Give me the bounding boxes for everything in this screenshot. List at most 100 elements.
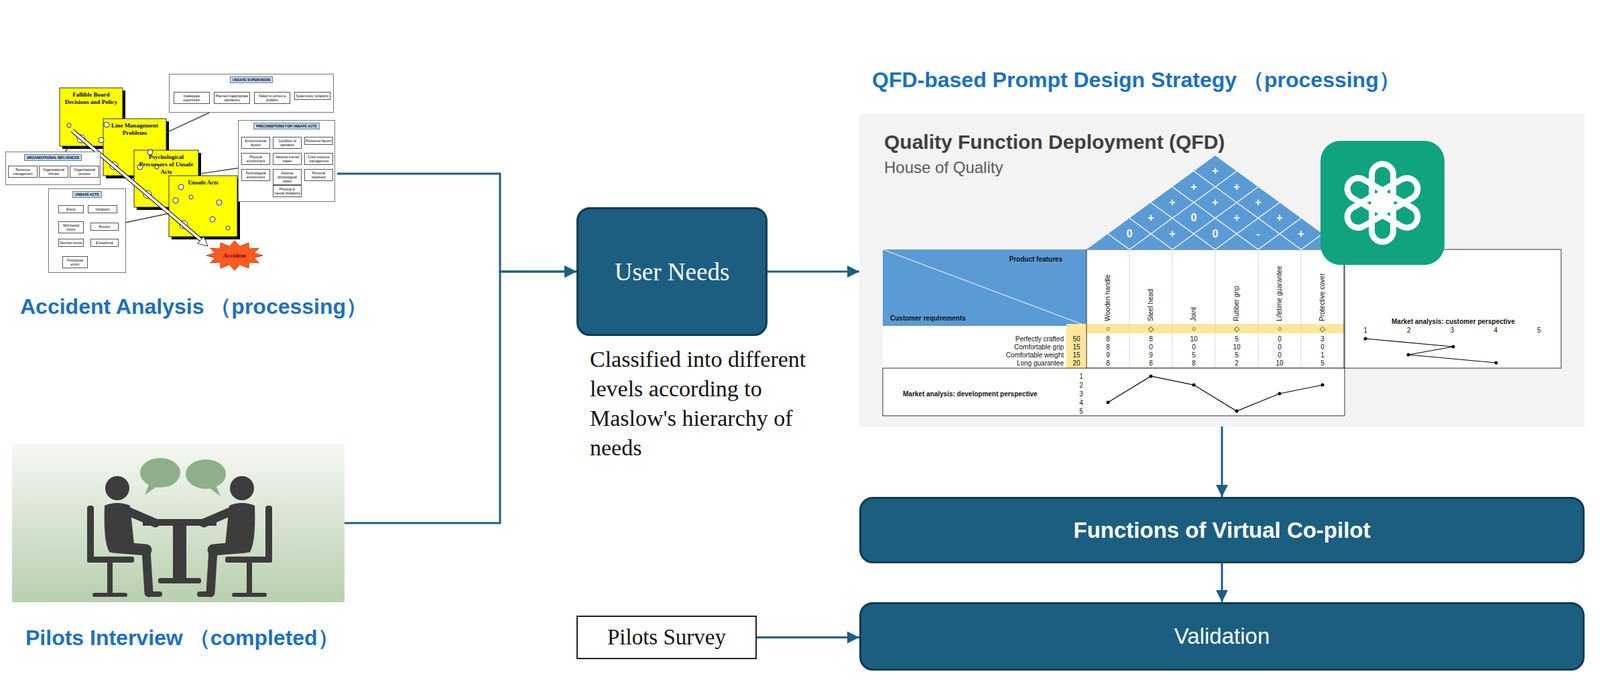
- grid-line: [1258, 249, 1259, 368]
- chair-leg: [246, 562, 253, 595]
- person-head: [105, 475, 130, 501]
- cell-value: 8: [1105, 359, 1111, 367]
- cell-value: 1: [1320, 351, 1325, 359]
- factor-box: Resource management: [8, 165, 38, 178]
- speech-bubble: [185, 459, 226, 489]
- correlation-symbol: +: [1168, 196, 1176, 209]
- customer-analysis-box: [1344, 249, 1562, 368]
- factor-box: Physical & mental limitations: [272, 185, 302, 198]
- cell-value: 9: [1105, 351, 1111, 359]
- hole: [209, 216, 216, 222]
- column-lines: [1129, 249, 1302, 368]
- factor-label: Errors: [59, 207, 83, 212]
- factor-box: Perceptual errors: [62, 256, 88, 269]
- customer-line-chart: [1365, 338, 1497, 363]
- roof-grid: [1108, 170, 1323, 250]
- axis-label: Market analysis: customer perspective: [1391, 317, 1515, 326]
- factor-box: Adverse physiological states: [272, 168, 302, 186]
- relation-symbol: ○: [1277, 324, 1283, 333]
- column-label: Lifetime guarantee: [1275, 265, 1284, 322]
- process-box: Validation: [859, 601, 1585, 671]
- table-pillar: [172, 525, 187, 580]
- cell-value: 5: [1320, 359, 1325, 367]
- chair-leg: [107, 562, 113, 595]
- section-heading: Pilots Interview （completed）: [25, 624, 340, 651]
- scale-number: 2: [1406, 326, 1411, 334]
- factor-box: Technological environment: [241, 168, 271, 181]
- slice-title: Line Management Problems: [103, 118, 167, 137]
- correlation-symbol: -: [1256, 227, 1260, 240]
- chart-dots: [1106, 337, 1499, 413]
- scale-number: 1: [1079, 372, 1084, 381]
- grid-line: [1172, 187, 1259, 250]
- correlation-symbol: +: [1147, 211, 1154, 224]
- factor-box: Failed to correct a problem: [254, 91, 291, 104]
- factor-label: Physical environment: [242, 154, 269, 163]
- correlation-symbol: 0: [1126, 227, 1133, 240]
- factor-label: Environmental factors: [242, 138, 269, 147]
- factor-label: Organizational process: [71, 167, 98, 176]
- factor-label: Violations: [89, 207, 116, 212]
- factor-label: Organizational climate: [40, 167, 68, 176]
- slice-title: Fallible Board Decisions and Policy: [59, 87, 123, 106]
- correlation-symbol: +: [1297, 227, 1304, 240]
- factor-label: Personnel factors: [305, 138, 332, 143]
- grid-line: [1108, 233, 1130, 250]
- factor-box: Supervisory violations: [294, 91, 331, 100]
- speech-bubble: [140, 457, 181, 488]
- flow-arrow: [767, 270, 860, 273]
- openai-logo-tile: [1320, 140, 1445, 265]
- correlation-symbol: 0: [1191, 211, 1198, 224]
- logo-petal: [1343, 174, 1391, 214]
- person-foot: [199, 591, 211, 597]
- weight-column: [1066, 323, 1087, 368]
- cell-value: 2: [1234, 359, 1239, 367]
- factor-box: Decision errors: [58, 238, 84, 247]
- chart-dot: [1364, 337, 1368, 341]
- factor-box: Condition of operators: [272, 136, 302, 149]
- chair-foot: [231, 592, 267, 597]
- factor-box: Organizational process: [69, 165, 100, 178]
- correlation-symbol: +: [1211, 164, 1218, 177]
- box-label: User Needs: [614, 257, 730, 287]
- correlation-symbol: 0: [1212, 227, 1219, 240]
- section-heading: Accident Analysis （processing）: [20, 293, 368, 320]
- chair-back: [87, 505, 94, 563]
- factor-label: Crew resource management: [305, 154, 332, 163]
- input-box: Pilots Survey: [576, 615, 757, 659]
- cell-value: 5: [1234, 351, 1239, 359]
- hfacs-panel: ErrorsViolationsSkill-based errorsRoutin…: [48, 188, 127, 273]
- header-label: Customer requirements: [890, 314, 966, 322]
- header-cell: [882, 249, 1087, 326]
- grid-line: [1301, 249, 1302, 368]
- cell-value: 5: [1234, 335, 1239, 343]
- person-thigh: [213, 546, 246, 550]
- factor-label: Technological environment: [242, 170, 269, 179]
- header-label: Product features: [1009, 255, 1063, 263]
- flow-arrow: [344, 271, 577, 523]
- chart-title: Quality Function Deployment (QFD): [884, 130, 1225, 154]
- factor-label: Personal readiness: [305, 170, 332, 179]
- hole: [225, 225, 230, 230]
- correlation-symbol: +: [1168, 227, 1176, 240]
- correlation-symbol: +: [1211, 196, 1218, 209]
- person-foot: [148, 591, 160, 597]
- grid-line: [1150, 202, 1216, 250]
- factor-box: Planned inappropriate operations: [213, 91, 251, 104]
- cell-value: 0: [1277, 335, 1282, 343]
- relation-symbol: ◇: [1234, 324, 1240, 334]
- development-line-chart: [1108, 376, 1323, 411]
- scale-number: 5: [1536, 326, 1542, 334]
- person-figure: [199, 475, 273, 597]
- row-label: Comfortable grip: [1014, 343, 1064, 351]
- factor-box: Personnel factors: [304, 136, 334, 145]
- weight-value: 50: [1072, 335, 1080, 343]
- cell-value: 0: [1191, 343, 1196, 351]
- row-name-area: [882, 325, 1067, 368]
- scale-number: 3: [1079, 390, 1084, 398]
- correlation-symbol: +: [1233, 180, 1240, 194]
- grid-line: [1172, 187, 1259, 250]
- factor-label: Physical & mental limitations: [274, 187, 301, 196]
- chair-seat: [225, 556, 273, 563]
- factor-box: Adverse mental states: [272, 152, 302, 165]
